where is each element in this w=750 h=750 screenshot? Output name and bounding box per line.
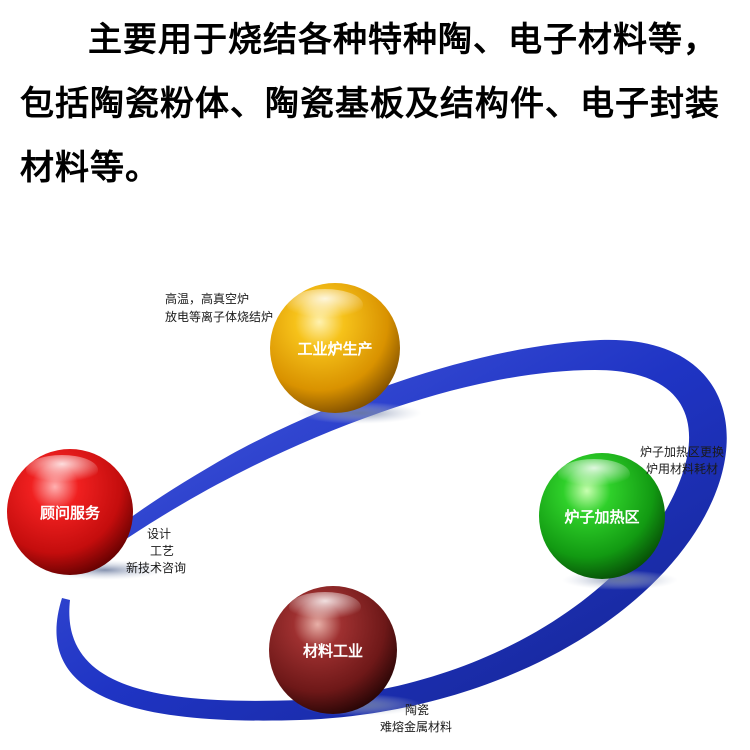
note-materials-2: 难熔金属材料 — [380, 719, 452, 734]
node-materials-label: 材料工业 — [303, 642, 363, 660]
note-heating-2: 炉用材料耗材 — [646, 462, 718, 476]
node-consulting-label: 顾问服务 — [40, 504, 101, 522]
node-industrial: 工业炉生产 — [270, 283, 422, 424]
note-industrial-2: 放电等离子体烧结炉 — [165, 309, 273, 324]
node-heating: 炉子加热区 — [539, 453, 678, 590]
note-materials-1: 陶瓷 — [405, 702, 429, 717]
note-consulting-2: 工艺 — [150, 544, 174, 558]
node-materials: 材料工业 — [269, 586, 422, 716]
orbit-ring — [56, 339, 727, 721]
note-consulting-1: 设计 — [147, 527, 171, 541]
node-industrial-label: 工业炉生产 — [297, 340, 372, 358]
note-consulting-3: 新技术咨询 — [126, 560, 186, 575]
note-industrial-1: 高温，高真空炉 — [165, 291, 249, 306]
node-consulting: 顾问服务 — [7, 449, 165, 580]
intro-paragraph: 主要用于烧结各种特种陶、电子材料等，包括陶瓷粉体、陶瓷基板及结构件、电子封装材料… — [20, 20, 720, 188]
note-heating-1: 炉子加热区更换 — [640, 445, 724, 459]
node-heating-label: 炉子加热区 — [564, 508, 639, 526]
